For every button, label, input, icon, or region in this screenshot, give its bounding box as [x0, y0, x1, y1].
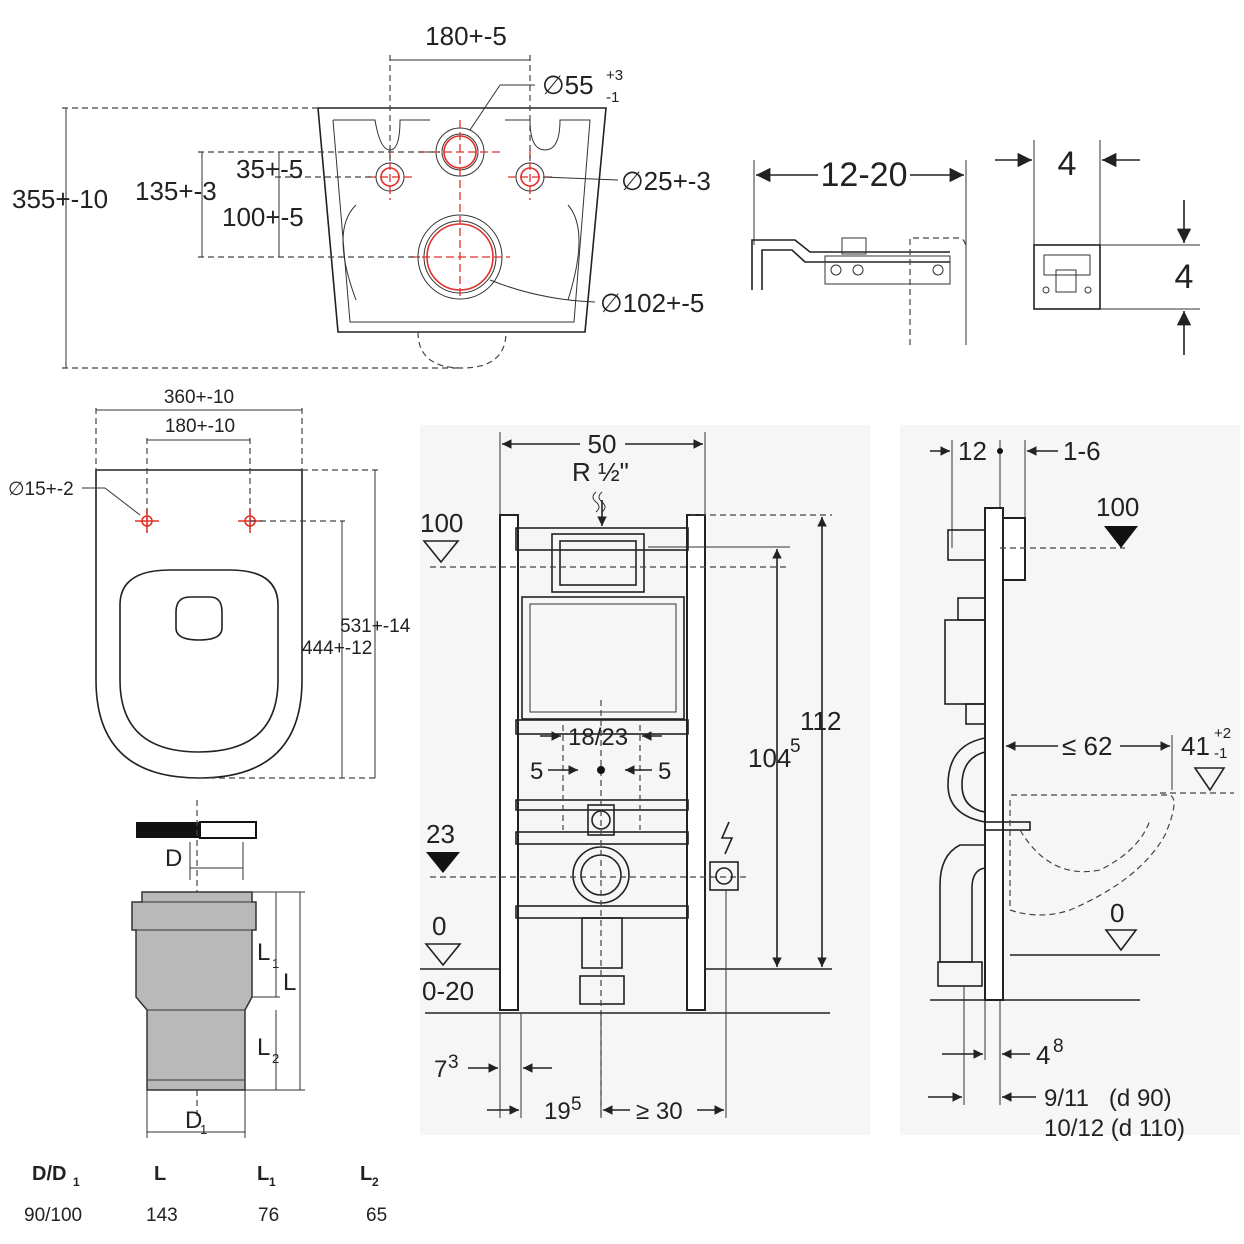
- table-header-L1: L: [257, 1163, 269, 1185]
- label-D1: D: [185, 1107, 202, 1134]
- svg-text:-1: -1: [1214, 745, 1227, 762]
- frame-upright-left: [499, 514, 519, 1011]
- bracket-profile: [751, 239, 950, 290]
- dim-355: 355+-10: [12, 184, 108, 214]
- level-0-front: 0: [432, 911, 446, 941]
- dim-104: 104: [748, 743, 791, 773]
- side-flush-pipe: [947, 737, 986, 823]
- dim-100: 100+-5: [222, 202, 304, 232]
- level-100-side: 100: [1096, 492, 1139, 522]
- pan-top-view: 180+-5 ∅55 +3 -1 355+-10 135+-3 35+-5 10…: [12, 21, 711, 369]
- electrical-box: [709, 861, 739, 891]
- table-cell-d: 90/100: [24, 1205, 82, 1226]
- table-header-D: D/D: [32, 1163, 66, 1185]
- table-header-L2: L: [360, 1163, 372, 1185]
- svg-text:+2: +2: [1214, 725, 1231, 742]
- svg-text:8: 8: [1053, 1036, 1064, 1057]
- dim-18-23: 18/23: [568, 724, 628, 751]
- dim-360: 360+-10: [164, 387, 234, 408]
- side-frame-upright: [984, 507, 1004, 1001]
- pan-outline: [317, 107, 607, 333]
- dim-41: 41: [1181, 731, 1210, 761]
- dim-531: 531+-14: [340, 616, 411, 637]
- dim-d55: ∅55: [542, 70, 594, 100]
- dim-19: 19: [544, 1098, 571, 1125]
- svg-text:1: 1: [272, 956, 279, 971]
- bracket-detail: 12-20 4 4: [751, 140, 1200, 355]
- frame-front-view: 50 R ½" 100 23 0: [420, 425, 870, 1135]
- dim-112: 112: [800, 706, 841, 736]
- svg-text:2: 2: [372, 1175, 379, 1189]
- svg-text:1: 1: [200, 1122, 207, 1137]
- svg-text:1: 1: [269, 1175, 276, 1189]
- frame-upright-right: [686, 514, 706, 1011]
- dim-50: 50: [588, 429, 617, 459]
- table-header-L: L: [154, 1163, 166, 1185]
- table-cell-l2: 65: [366, 1205, 387, 1226]
- level-0-side: 0: [1110, 898, 1124, 928]
- svg-text:5: 5: [790, 736, 801, 757]
- dim-9-11: 9/11 (d 90): [1044, 1085, 1172, 1112]
- frame-side-view: 12 1-6 100 ≤ 62 41 +2 -1 0: [900, 425, 1240, 1142]
- dim-62: ≤ 62: [1062, 731, 1112, 761]
- dim-d102: ∅102+-5: [600, 288, 704, 318]
- adapter-table: D/D 1 L L 1 L 2 90/100 143 76 65: [24, 1163, 387, 1226]
- dim-10-12: 10/12 (d 110): [1044, 1115, 1185, 1142]
- pipe-adapter: D L 1 L L 2 D 1: [131, 800, 305, 1138]
- svg-text:3: 3: [448, 1052, 459, 1073]
- dim-180-10: 180+-10: [165, 416, 235, 437]
- cistern: [521, 596, 685, 720]
- label-L1: L: [257, 939, 270, 966]
- svg-text:2: 2: [272, 1051, 279, 1066]
- dim-180-5: 180+-5: [425, 21, 507, 51]
- adapter-body: [131, 891, 257, 1091]
- svg-text:5: 5: [571, 1094, 582, 1115]
- level-100-front: 100: [420, 508, 463, 538]
- dim-4-width: 4: [1058, 145, 1077, 183]
- dim-30: ≥ 30: [636, 1098, 683, 1125]
- dim-135: 135+-3: [135, 176, 217, 206]
- label-L: L: [283, 969, 296, 996]
- dim-5-left: 5: [530, 758, 543, 785]
- dim-1-6: 1-6: [1063, 436, 1101, 466]
- dim-12-20: 12-20: [821, 156, 908, 194]
- dim-7: 7: [434, 1056, 447, 1083]
- dim-d55-tol-plus: +3: [606, 67, 623, 84]
- bracket-front: [1033, 244, 1101, 310]
- level-23: 23: [426, 819, 455, 849]
- table-cell-l: 143: [146, 1205, 178, 1226]
- dim-4-height: 4: [1175, 258, 1194, 296]
- dim-35: 35+-5: [236, 154, 303, 184]
- label-D: D: [165, 845, 182, 872]
- pan-front-view: 360+-10 180+-10 ∅15+-2 531+-14 444+-12: [8, 387, 411, 779]
- label-r-half: R ½": [572, 457, 629, 487]
- dim-d55-tol-minus: -1: [606, 89, 619, 106]
- dim-4-side: 4: [1036, 1040, 1050, 1070]
- dim-12: 12: [958, 436, 987, 466]
- dim-5-right: 5: [658, 758, 671, 785]
- dim-0-20: 0-20: [422, 976, 474, 1006]
- pan-seat-outline: [95, 469, 303, 779]
- dim-444: 444+-12: [302, 638, 372, 659]
- flush-plate: [551, 533, 645, 593]
- dim-d25: ∅25+-3: [621, 166, 711, 196]
- dim-d15: ∅15+-2: [8, 479, 74, 500]
- label-L2: L: [257, 1034, 270, 1061]
- table-cell-l1: 76: [258, 1205, 279, 1226]
- svg-text:1: 1: [73, 1175, 80, 1189]
